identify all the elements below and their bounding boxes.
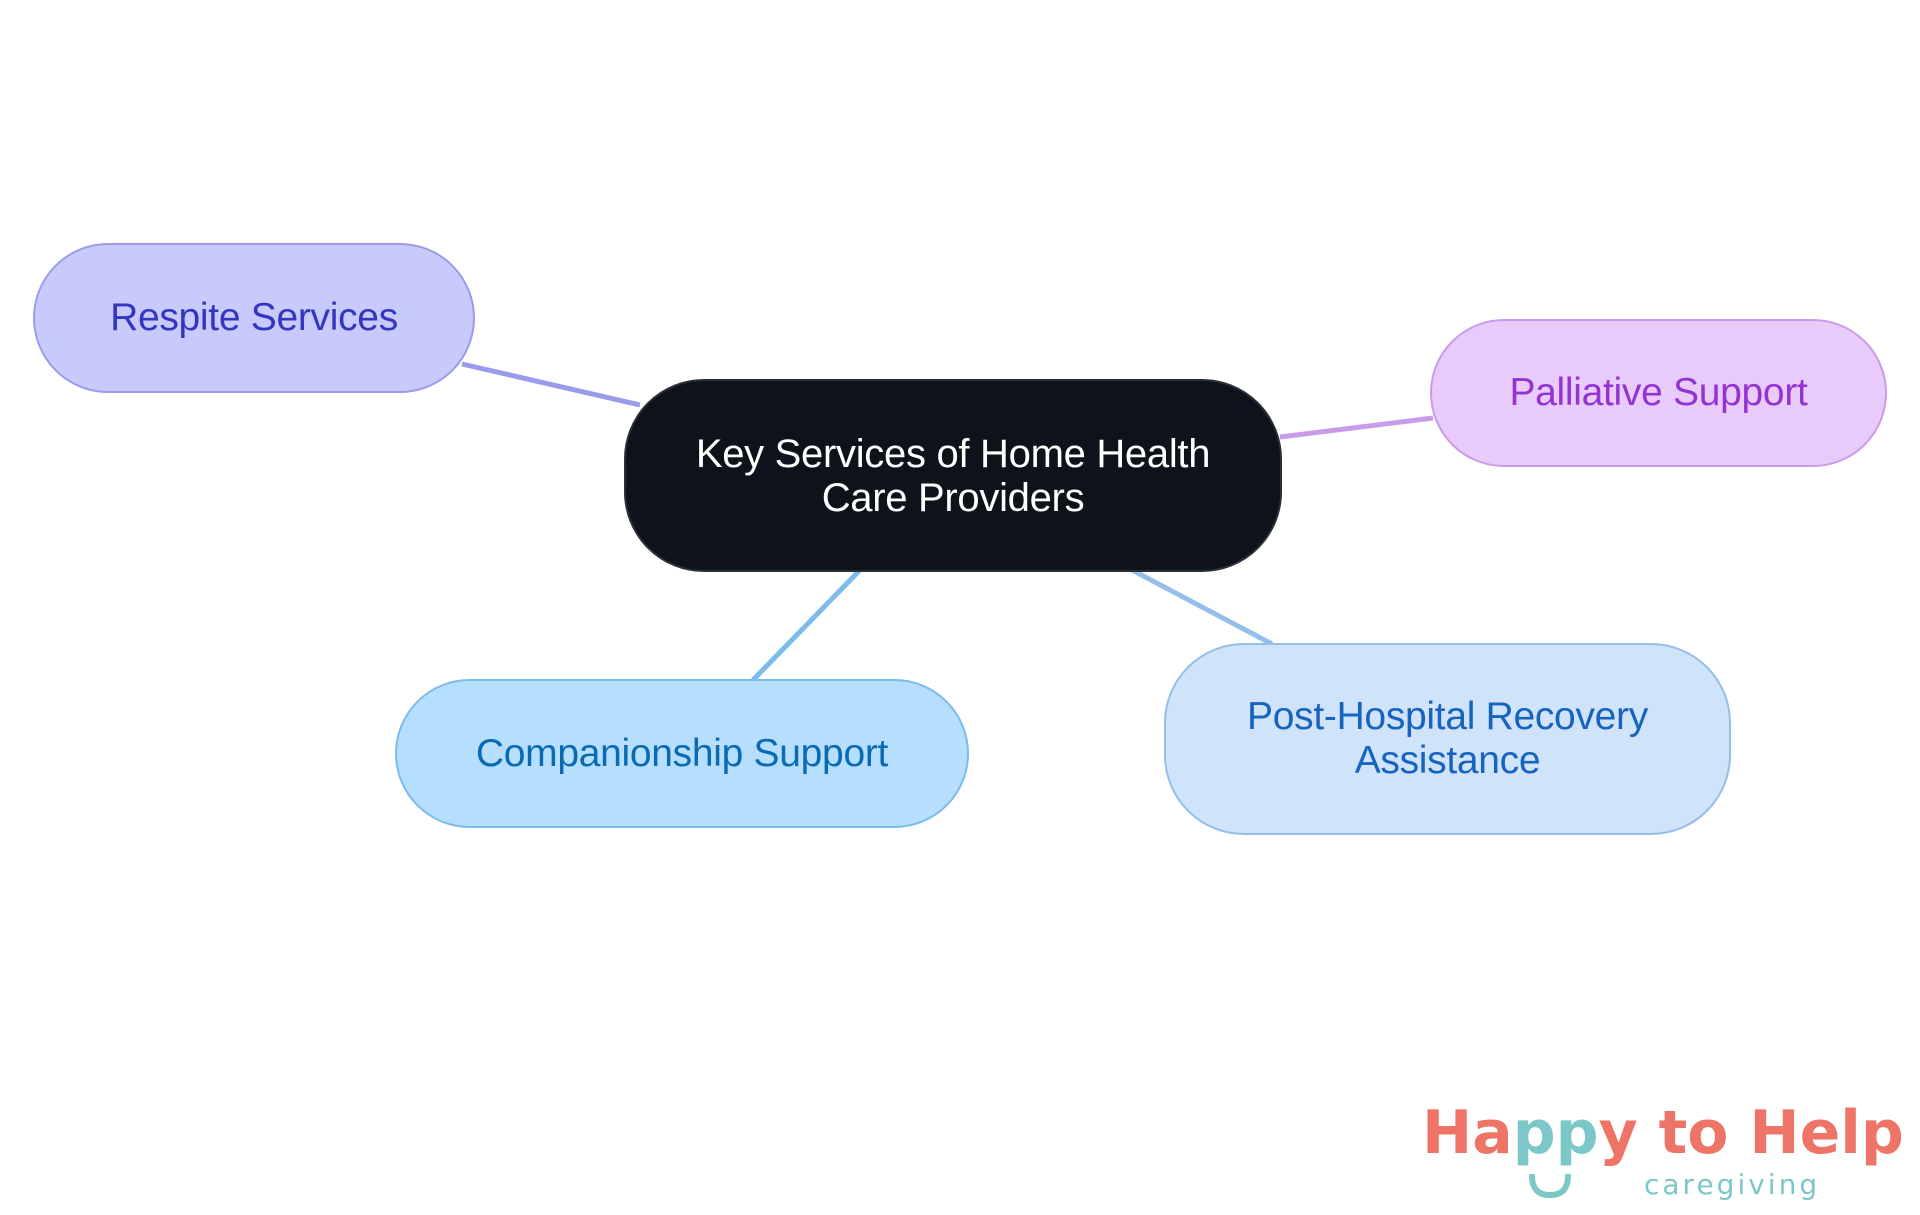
- smile-icon: [1529, 1174, 1571, 1198]
- edge-root-post-hospital: [1130, 567, 1274, 647]
- branch-node-post-hospital-recovery[interactable]: Post-Hospital Recovery Assistance: [1164, 643, 1731, 835]
- edge-root-palliative: [1279, 415, 1434, 440]
- branch-node-palliative-support[interactable]: Palliative Support: [1430, 319, 1887, 467]
- brand-logo: Happy to Help caregiving: [1418, 1098, 1904, 1208]
- root-node[interactable]: Key Services of Home Health Care Provide…: [624, 379, 1282, 572]
- branch-node-respite-services[interactable]: Respite Services: [33, 243, 475, 393]
- branch-node-label: Respite Services: [110, 296, 398, 339]
- edge-root-companionship: [751, 568, 862, 682]
- brand-logo-tagline: caregiving: [1644, 1168, 1821, 1201]
- root-node-label-line2: Care Providers: [821, 475, 1085, 520]
- branch-node-companionship-support[interactable]: Companionship Support: [395, 679, 969, 828]
- edge-root-respite: [461, 361, 641, 408]
- branch-node-label-line2: Assistance: [1354, 739, 1541, 782]
- brand-logo-wordmark: Happy to Help: [1422, 1098, 1904, 1168]
- branch-node-label-line1: Post-Hospital Recovery: [1247, 695, 1648, 738]
- branch-node-label: Companionship Support: [475, 731, 889, 775]
- branch-node-label: Palliative Support: [1509, 371, 1808, 414]
- root-node-label-line1: Key Services of Home Health: [695, 431, 1211, 476]
